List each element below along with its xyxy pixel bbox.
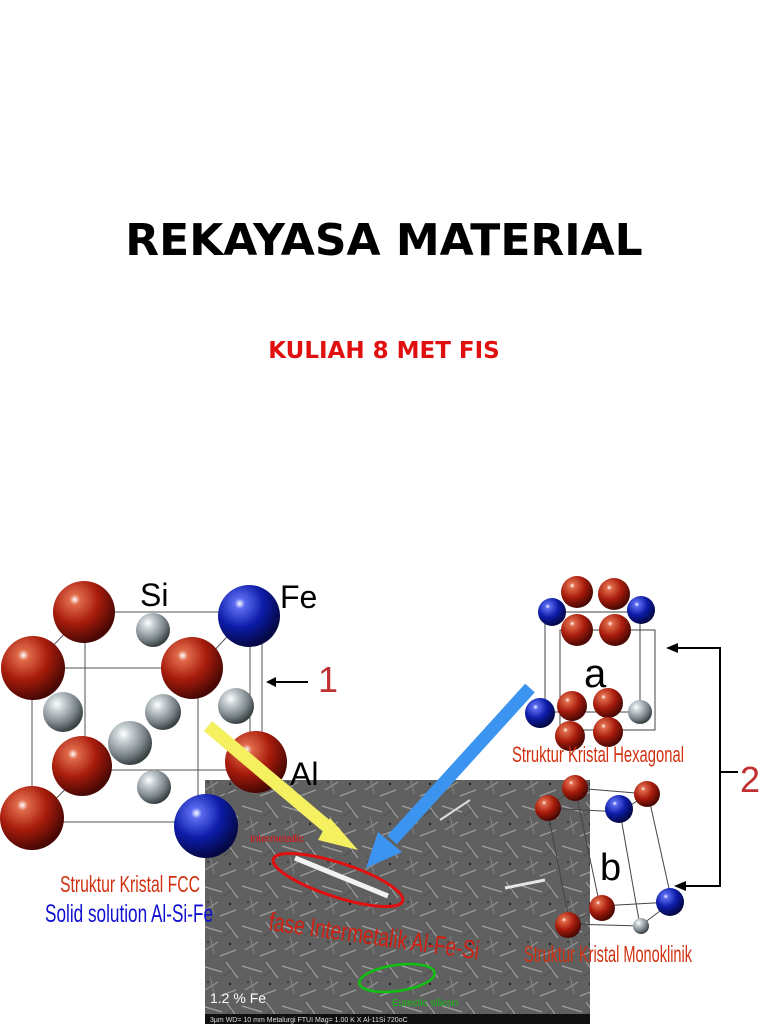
sem-image [205,780,590,1024]
slide-title: REKAYASA MATERIAL [125,215,643,266]
intermetallic-small-label: Intermetallic [250,834,304,845]
mono-letter: b [600,847,621,889]
hex-caption: Struktur Kristal Hexagonal [512,742,684,767]
hex-letter: a [584,652,607,696]
eutectic-ellipse [358,962,436,994]
fe-label: Fe [280,579,317,615]
fcc-caption: Struktur Kristal FCC [60,871,200,897]
al-label: Al [290,756,318,792]
marker-2-bracket: 2 [666,643,760,891]
hexagonal-crystal: a Struktur Kristal Hexagonal [512,576,684,767]
si-label: Si [140,577,168,613]
monoclinic-crystal: b Struktur Kristal Monoklinik [524,775,692,967]
eutectic-label: Eutectic silicon [392,998,458,1009]
slide-subtitle: KULIAH 8 MET FIS [268,338,500,364]
sem-footer-text: 3µm WD= 10 mm Metalurgi FTUI Mag= 1.00 K… [210,1017,408,1024]
marker-1: 1 [318,659,338,700]
fcc-crystal: Si Fe Al 1 Struktur Kristal FCC Solid so… [0,577,338,928]
intermetallic-needle [294,855,389,899]
blue-arrow [366,683,535,868]
mono-caption: Struktur Kristal Monoklinik [524,941,692,967]
intermetallic-ellipse [271,851,405,909]
composition-label: 1.2 % Fe [210,990,266,1006]
marker-2: 2 [740,759,760,800]
solid-solution-caption: Solid solution Al-Si-Fe [45,900,213,928]
sem-micrograph: Intermetallic Eutectic silicon 1.2 % Fe … [205,780,590,1024]
fe-atom [218,585,280,647]
yellow-arrow [203,721,358,850]
sem-footer-bar [205,1014,590,1024]
